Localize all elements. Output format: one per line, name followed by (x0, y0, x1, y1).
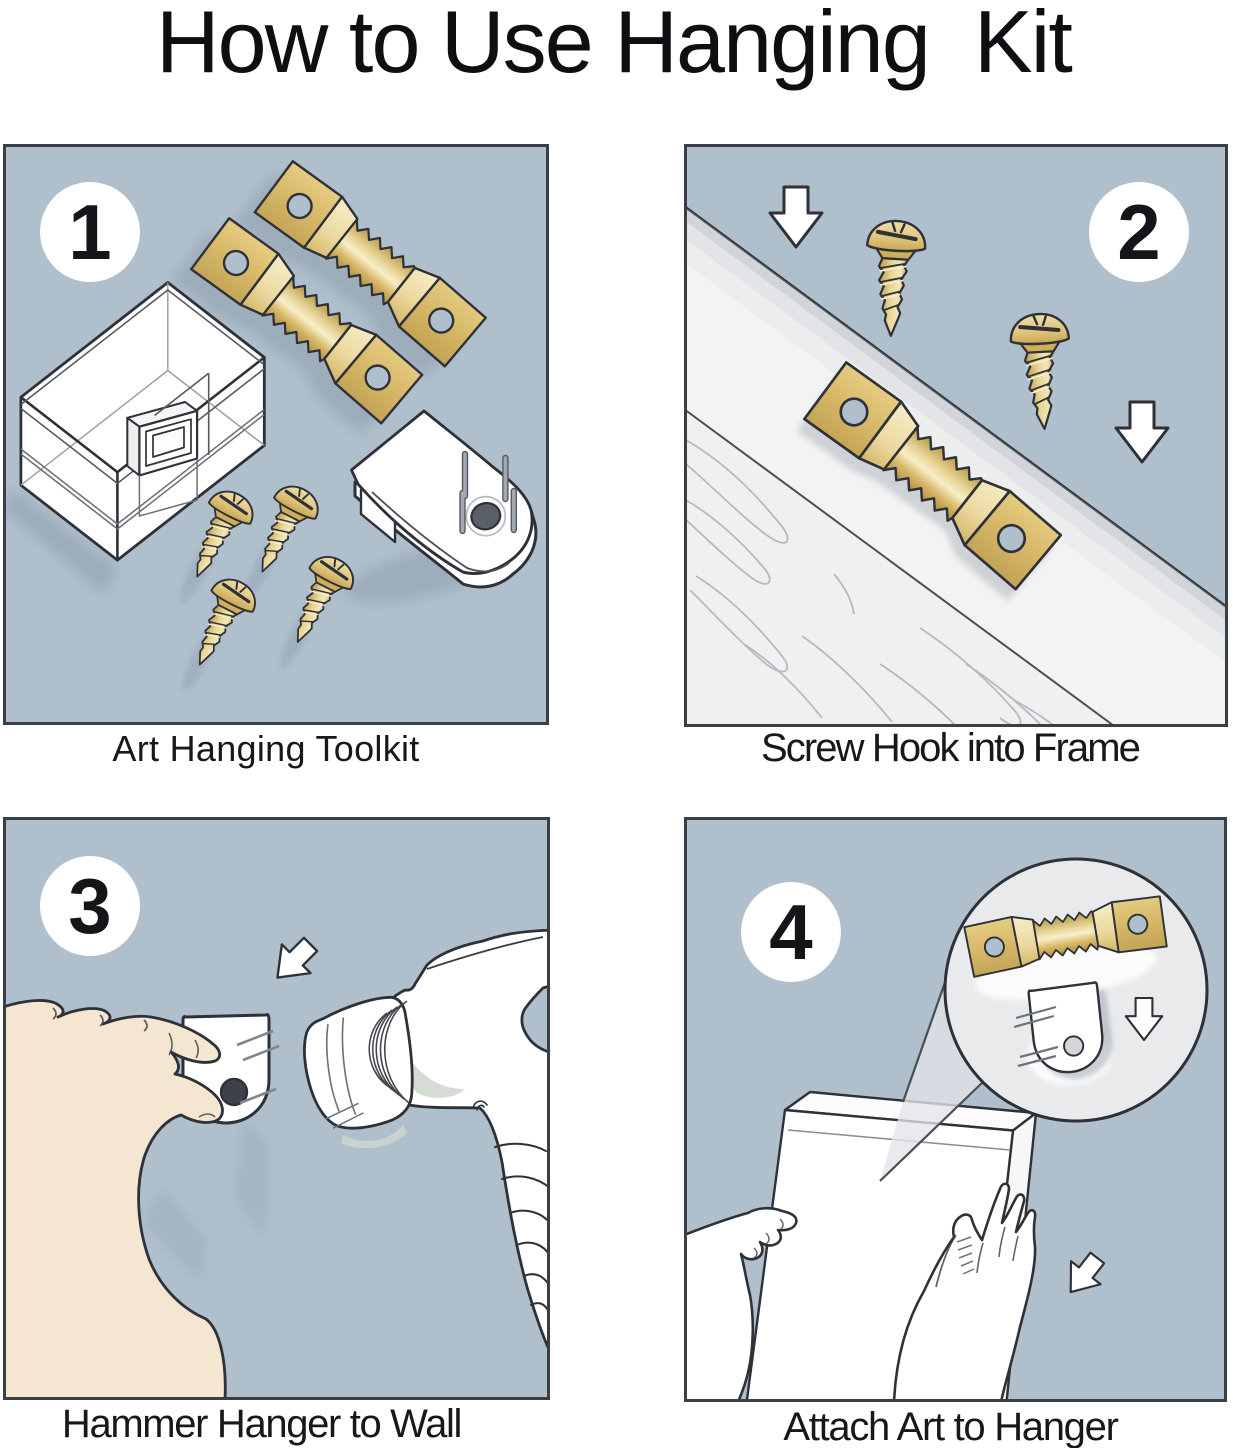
step-panel-2: 2 (684, 144, 1228, 727)
panel2-border (684, 144, 1228, 727)
step-panel-3: 3 (3, 817, 550, 1400)
page-title: How to Use Hanging Kit (156, 0, 1073, 91)
panel1-border (3, 144, 549, 725)
step-number-3: 3 (68, 861, 112, 950)
hook-pins (459, 450, 517, 535)
wall-hook (181, 1013, 280, 1125)
hammer-face (303, 995, 414, 1130)
magnifier-circle (943, 857, 1209, 1123)
step-panel-1: 1 (3, 144, 549, 725)
hand (3, 999, 227, 1400)
step-number-4: 4 (769, 887, 813, 976)
step-caption-4: Attach Art to Hanger (783, 1405, 1119, 1448)
step-number-2: 2 (1117, 187, 1161, 276)
panel3-border (3, 817, 550, 1400)
step-caption-3: Hammer Hanger to Wall (61, 1402, 463, 1446)
hands (684, 1182, 1037, 1402)
plastic-hook-3d (350, 409, 538, 589)
panel4-border (684, 817, 1227, 1402)
hammer (303, 928, 550, 1354)
step-caption-2: Screw Hook into Frame (760, 726, 1141, 770)
step-number-1: 1 (68, 187, 112, 276)
toolkit-case (19, 281, 266, 562)
step-number-badge-2: 2 (1089, 182, 1189, 282)
step-number-badge-3: 3 (40, 856, 140, 956)
step1-illustration (3, 144, 549, 725)
step-number-badge-4: 4 (741, 882, 841, 982)
step4-illustration (684, 817, 1227, 1402)
wall-shadow (143, 1117, 269, 1282)
magnified-hook (1013, 980, 1113, 1080)
step-caption-1: Art Hanging Toolkit (112, 728, 420, 769)
step-panel-4: 4 (684, 817, 1227, 1402)
step-number-badge-1: 1 (40, 182, 140, 282)
